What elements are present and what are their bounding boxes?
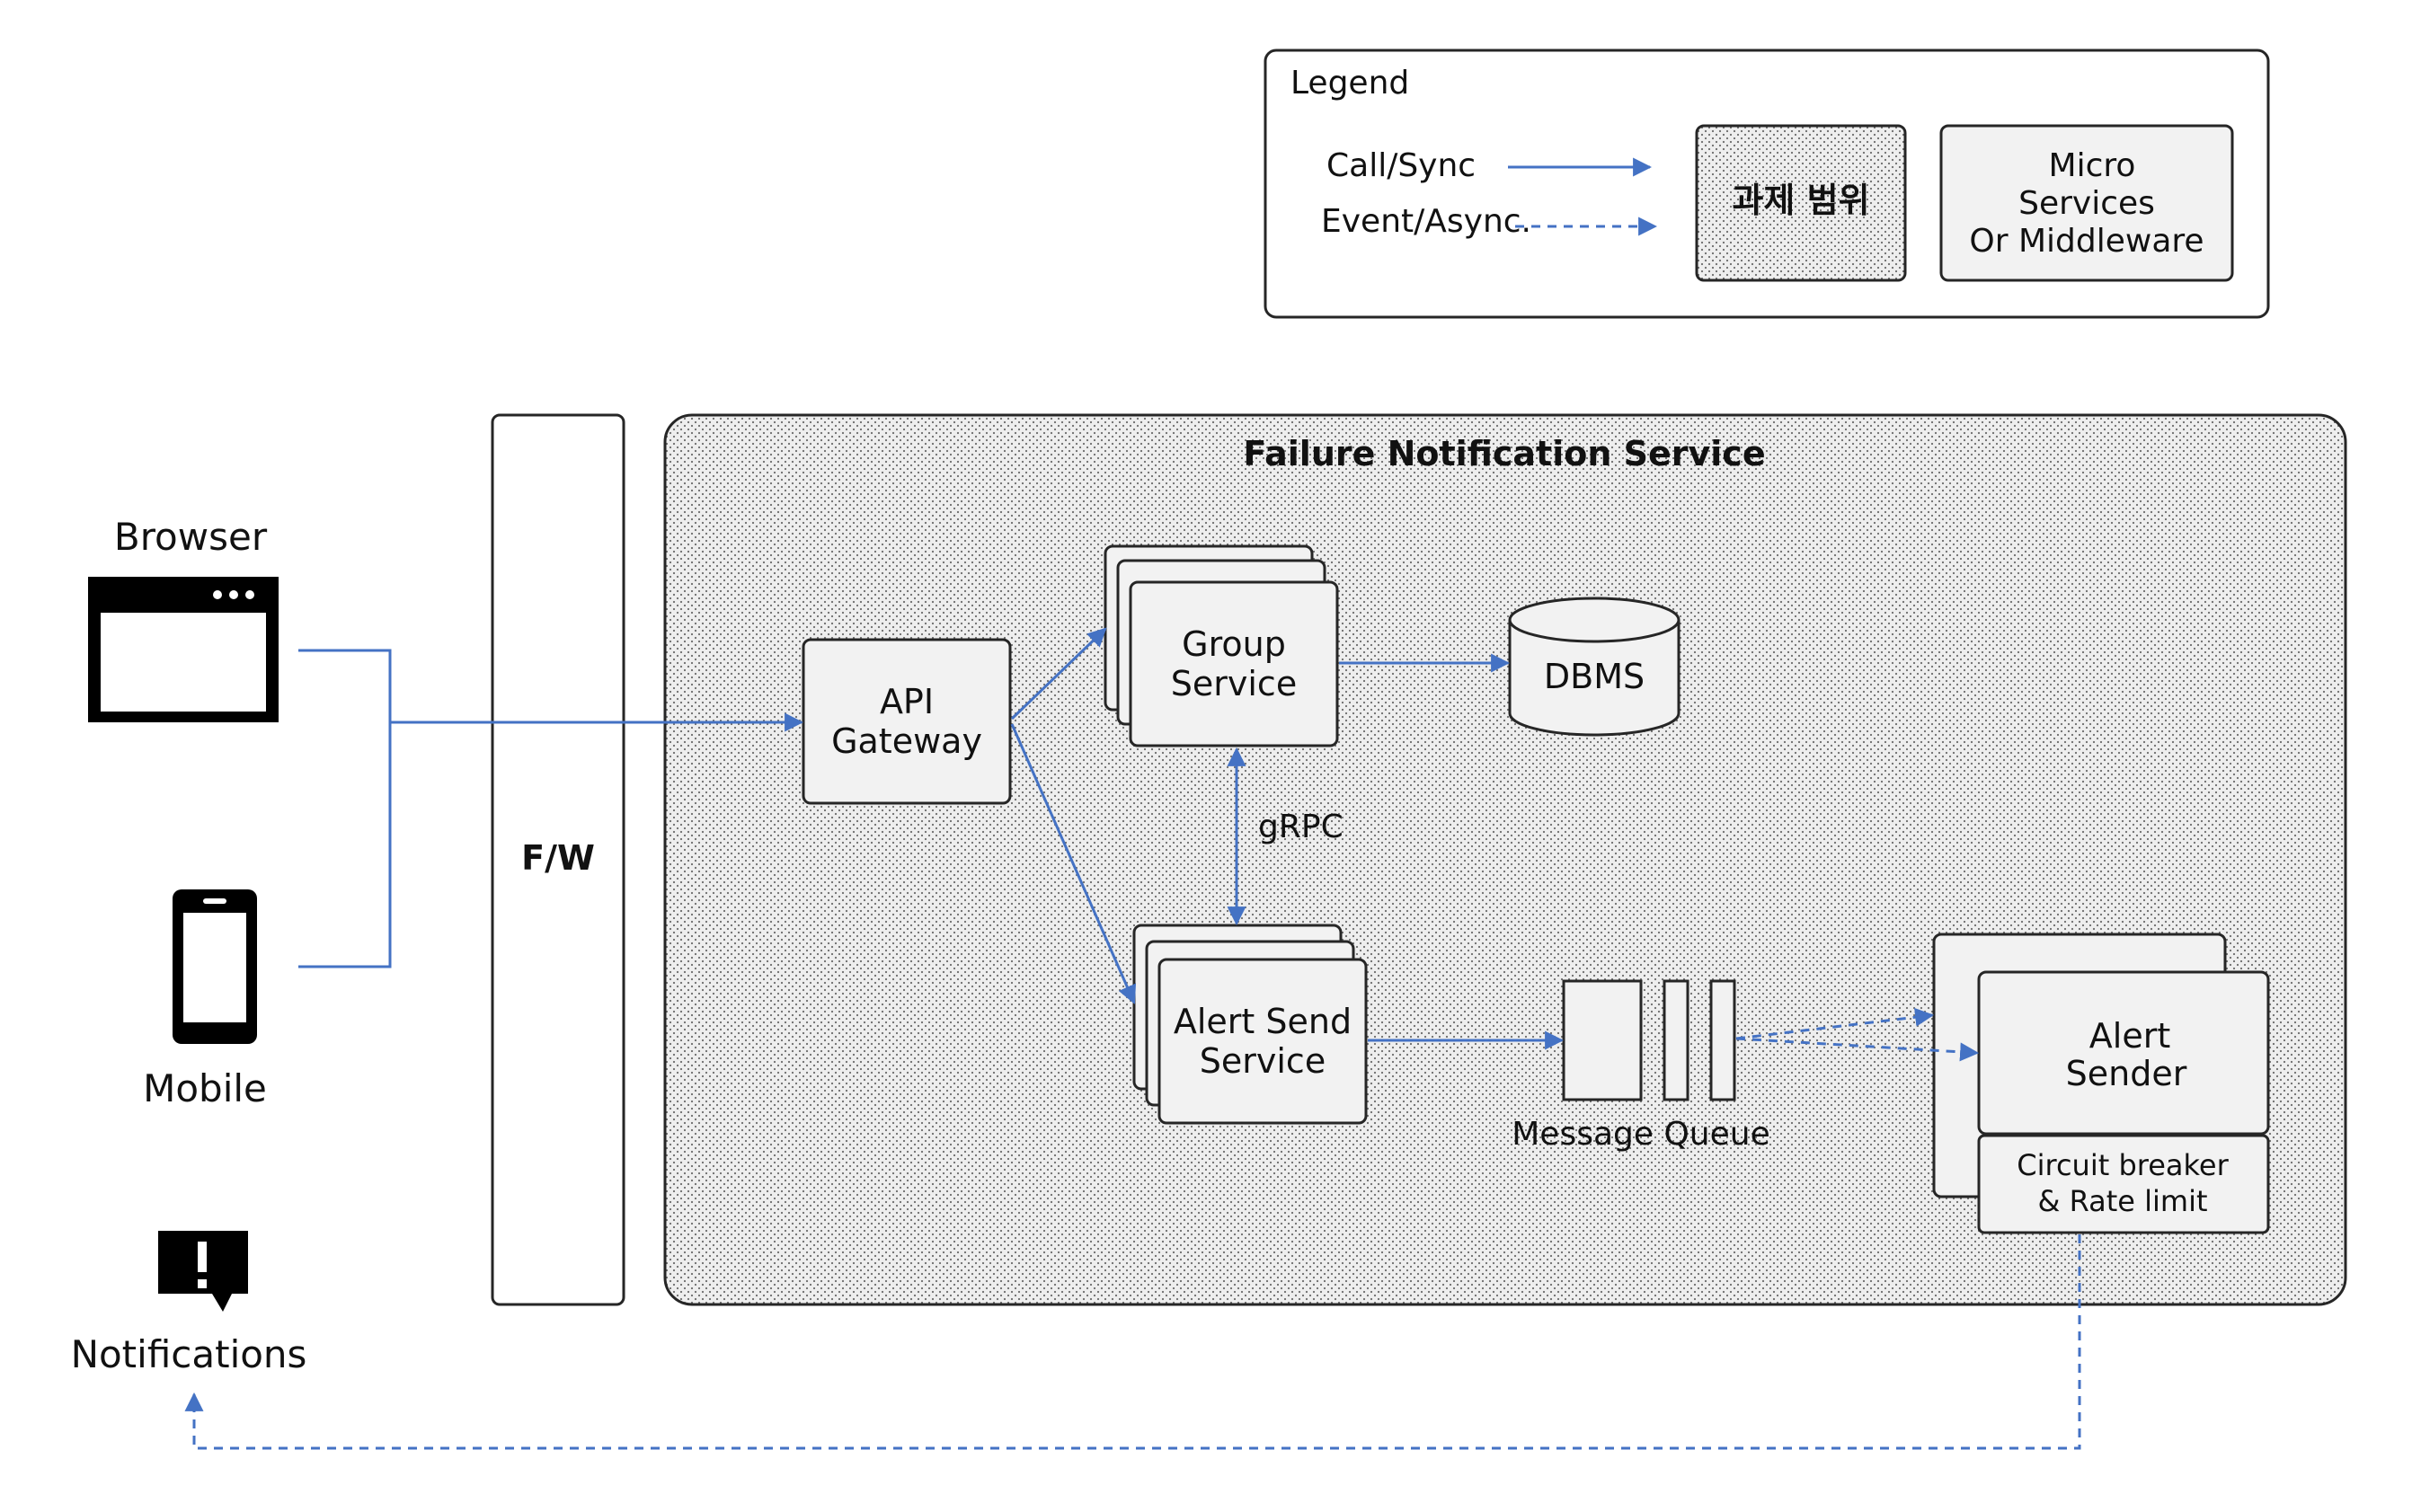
mq-label: Message Queue	[1512, 1116, 1770, 1153]
smartphone-icon	[173, 889, 257, 1044]
alert-sender-line2: Sender	[2066, 1054, 2187, 1093]
firewall: F/W	[491, 413, 625, 1306]
alert-sender: Alert Sender Circuit breaker & Rate limi…	[1932, 933, 2270, 1234]
legend-scope-label: 과제 범위	[1732, 181, 1869, 220]
circuit-breaker-box	[1977, 1134, 2270, 1234]
notifications-label: Notifications	[71, 1332, 307, 1376]
firewall-label: F/W	[521, 838, 595, 878]
dbms-cylinder	[1508, 620, 1681, 737]
group-service-line2: Service	[1171, 664, 1297, 703]
client-connectors	[298, 649, 392, 968]
dbms-top	[1508, 597, 1681, 643]
mq-block-small	[1709, 979, 1736, 1101]
notifications-client: Notifications	[71, 1231, 307, 1376]
alert-send-line1: Alert Send	[1174, 1002, 1352, 1041]
alert-send-service: Alert Send Service	[1132, 924, 1368, 1125]
legend-call-sync-label: Call/Sync	[1326, 147, 1476, 184]
browser-window-icon	[88, 577, 279, 722]
api-gateway: API Gateway	[802, 638, 1012, 805]
api-gateway-line2: Gateway	[831, 721, 982, 761]
browser-client: Browser	[88, 515, 279, 722]
circuit-breaker-line2: & Rate limit	[2037, 1184, 2207, 1218]
mobile-connector	[298, 722, 392, 968]
arrow-sender-to-notifications	[184, 1234, 2081, 1450]
legend-micro-line3: Or Middleware	[1969, 223, 2204, 260]
mobile-client: Mobile	[143, 889, 267, 1110]
mobile-label: Mobile	[143, 1066, 267, 1110]
flow-arrows: gRPC	[184, 627, 2081, 1450]
alert-sender-line1: Alert	[2089, 1016, 2170, 1056]
mq-block-large	[1562, 979, 1643, 1101]
dbms-label: DBMS	[1544, 657, 1645, 696]
group-service-box	[1129, 580, 1339, 747]
legend-title: Legend	[1290, 65, 1409, 102]
legend-micro-swatch	[1939, 124, 2234, 282]
legend-micro-line2: Services	[2018, 185, 2155, 222]
mq-block-mid	[1663, 979, 1689, 1101]
alert-send-line2: Service	[1200, 1041, 1326, 1081]
message-queue: Message Queue	[1512, 979, 1770, 1153]
legend-event-async-label: Event/Async.	[1321, 203, 1531, 240]
circuit-breaker-line1: Circuit breaker	[2017, 1148, 2229, 1182]
grpc-label: gRPC	[1258, 809, 1344, 845]
firewall-box	[491, 413, 625, 1306]
service-region	[663, 413, 2347, 1306]
dbms: DBMS	[1508, 597, 1681, 737]
arrow-mq-to-sender	[1735, 1037, 1980, 1062]
service-title: Failure Notification Service	[1243, 434, 1765, 473]
arrow-mq-to-sender-back	[1735, 1007, 1935, 1040]
legend-scope-swatch	[1695, 124, 1907, 282]
group-service: Group Service	[1104, 544, 1339, 747]
arrow-api-to-alert-send	[1010, 723, 1137, 1004]
api-gateway-line1: API	[880, 682, 934, 721]
alert-bubble-icon	[158, 1231, 248, 1312]
browser-connector	[298, 649, 392, 722]
group-service-line1: Group	[1182, 624, 1286, 664]
legend-micro-line1: Micro	[2049, 147, 2136, 184]
alert-send-box	[1157, 958, 1368, 1125]
legend: Legend Call/Sync Event/Async. 과제 범위 Micr…	[1264, 49, 2270, 319]
browser-label: Browser	[114, 515, 268, 559]
arrow-api-to-group	[1010, 627, 1107, 721]
failure-notification-service: Failure Notification Service	[663, 413, 2347, 1306]
